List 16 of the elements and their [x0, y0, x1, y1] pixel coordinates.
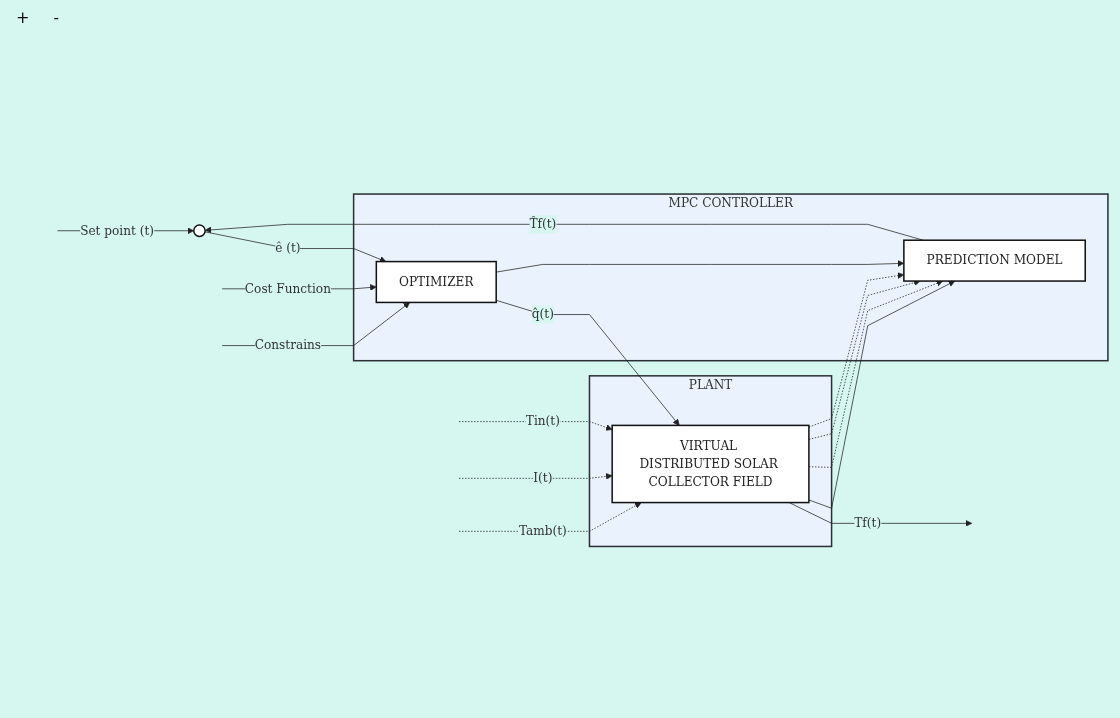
- edge-label: Set point (t): [80, 223, 155, 238]
- edge-label: Cost Function: [244, 281, 331, 296]
- edge-label: I(t): [533, 471, 553, 486]
- edge-label: T̂f(t): [529, 217, 557, 232]
- node-box: OPTIMIZER: [375, 261, 497, 304]
- edge-label: q̂(t): [531, 307, 554, 322]
- sign-label: -: [53, 8, 59, 27]
- node-box: VIRTUAL DISTRIBUTED SOLAR COLLECTOR FIELD: [611, 424, 810, 504]
- sign-label: +: [16, 8, 30, 27]
- edge-label: Tin(t): [525, 414, 560, 429]
- edge-label: Constrains: [254, 338, 322, 353]
- edge-label: Tamb(t): [518, 524, 567, 539]
- edge-label: ê (t): [275, 241, 301, 256]
- node-box: PREDICTION MODEL: [903, 239, 1086, 283]
- node-circle: [193, 224, 206, 238]
- edge-label: Tf(t): [854, 516, 882, 531]
